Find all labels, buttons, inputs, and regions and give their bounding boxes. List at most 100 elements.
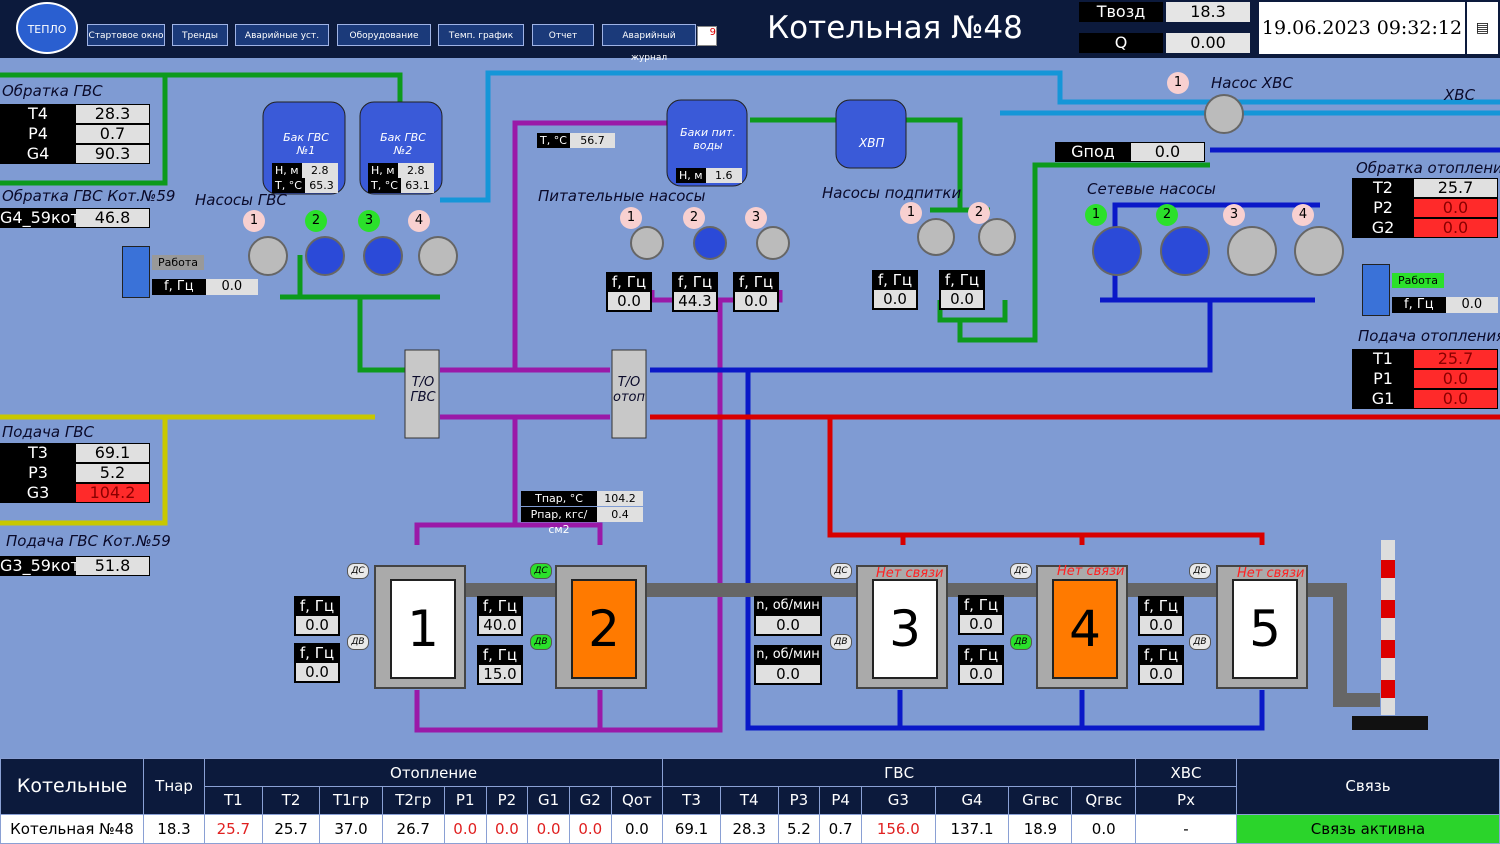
nav-equipment-button[interactable]: Оборудование [337,24,431,46]
nav-alarm-settings-button[interactable]: Аварийные уст. [235,24,329,46]
hvs-pump-indicator[interactable]: 1 [1167,72,1189,94]
set-pump-3-icon[interactable] [1227,226,1277,276]
boiler-1-number: 1 [390,579,456,679]
otopl-drive-icon[interactable] [1362,264,1390,316]
boiler-3[interactable]: 3 [856,565,948,689]
set-pump-1-icon[interactable] [1092,226,1142,276]
nav-report-button[interactable]: Отчет [532,24,594,46]
pit-pump-1-indicator[interactable]: 1 [620,207,642,229]
podp-pump-2-indicator[interactable]: 2 [968,202,990,224]
podp-pump-2-icon[interactable] [978,218,1016,256]
alarm-count-badge[interactable]: 9 [697,26,717,46]
gvs-pump-3-icon[interactable] [363,236,403,276]
gvs-drive-status: Работа [152,255,204,270]
boiler-3-n2-value: 0.0 [756,665,820,683]
row-val-14: 137.1 [934,813,1010,844]
boiler-4-fan1-f-label: f, Гц [1143,597,1179,615]
pit-pump-3-indicator[interactable]: 3 [745,207,767,229]
row-val-13: 156.0 [860,813,936,844]
gvs-pump-3-indicator[interactable]: 3 [358,210,380,232]
boiler-1-fan1-f-label: f, Гц [299,597,335,615]
gvs-pump-2-icon[interactable] [305,236,345,276]
boiler-5-number: 5 [1232,579,1298,679]
gvs-pump-4-icon[interactable] [418,236,458,276]
boiler-3-number: 3 [872,579,938,679]
pit-pump-1-icon[interactable] [630,226,664,260]
col-9: T3 [662,786,721,815]
boiler-3-fan1-f-label: f, Гц [963,596,999,614]
podp-pump-1-icon[interactable] [917,218,955,256]
pitat-nasosy-label: Питательные насосы [538,187,706,205]
podacha-gvs-59-label: Подача ГВС Кот.№59 [6,532,171,550]
set-pump-2-indicator[interactable]: 2 [1156,204,1178,226]
pit-pump-3-f-label: f, Гц [738,273,774,291]
podp-pump-1-f-value: 0.0 [874,290,916,308]
col-tnar: Tнар [143,758,205,815]
obratka-otopl-label: Обратка отопления [1356,159,1500,177]
nav-alarm-log-button[interactable]: Аварийный журнал [602,24,696,63]
hvs-pump-icon[interactable] [1204,94,1244,134]
logo-icon: ТЕПЛО [16,2,78,54]
t1-label: T1 [1373,349,1393,368]
g4-value: 90.3 [76,145,149,163]
summary-table: Котельные Tнар Отопление ГВС ХВС Связь T… [0,757,1500,844]
bak-gvs2-label: Бак ГВС №2 [380,131,426,157]
podp-pump-2-f-value: 0.0 [941,290,983,308]
set-pump-4-icon[interactable] [1294,226,1344,276]
pit-pump-3-icon[interactable] [756,226,790,260]
p4-label: P4 [28,124,48,143]
pit-pump-2-indicator[interactable]: 2 [683,207,705,229]
boiler-5[interactable]: 5 [1216,565,1308,689]
podp-pump-1-indicator[interactable]: 1 [900,202,922,224]
boiler-3-n1-value: 0.0 [756,616,820,634]
bak1-t-label: T, °C [272,178,305,193]
col-15: Gгвс [1008,786,1073,815]
boiler-2[interactable]: 2 [555,565,647,689]
g4-59-value: 46.8 [76,209,149,227]
p3-value: 5.2 [76,464,149,482]
boiler-4[interactable]: 4 [1036,565,1128,689]
boiler-2-ds-indicator: ДС [530,563,552,579]
boiler-4-fan2-f-value: 0.0 [1140,665,1182,683]
bak1-h-label: H, м [272,163,302,178]
p4-value: 0.7 [76,125,149,143]
calendar-icon[interactable]: ▤ [1467,2,1498,54]
boiler-3-n2: n, об/мин 0.0 [754,645,822,685]
t-pit-value: 56.7 [569,133,615,148]
nav-temp-schedule-button[interactable]: Темп. график [438,24,524,46]
boiler-2-number: 2 [571,579,637,679]
set-pump-3-indicator[interactable]: 3 [1223,204,1245,226]
row-val-2: 37.0 [319,813,383,844]
podacha-gvs-label: Подача ГВС [2,423,94,441]
gvs-pump-2-indicator[interactable]: 2 [305,210,327,232]
gvs-pump-4-indicator[interactable]: 4 [408,210,430,232]
row-val-6: 0.0 [527,813,570,844]
pit-pump-1-f-label: f, Гц [611,273,647,291]
nav-start-button[interactable]: Стартовое окно [87,24,165,46]
g3-label: G3 [26,483,50,502]
gvs-pump-1-icon[interactable] [248,236,288,276]
col-3: T2гр [381,786,445,815]
boiler-1[interactable]: 1 [374,565,466,689]
row-val-17: - [1135,813,1237,844]
g4-label: G4 [26,144,50,163]
boiler-4-dv-indicator: ДВ [1010,634,1032,650]
g2-value: 0.0 [1414,219,1497,237]
pit-pump-2-icon[interactable] [693,226,727,260]
gvs-pump-1-indicator[interactable]: 1 [243,210,265,232]
boiler-5-nolink: Нет связи [1237,566,1305,581]
gvs-drive-icon[interactable] [122,246,150,298]
set-pump-2-icon[interactable] [1160,226,1210,276]
set-pump-1-indicator[interactable]: 1 [1085,204,1107,226]
boiler-2-dv-indicator: ДВ [530,634,552,650]
g4-59-label: G4_59кот [0,208,80,227]
nav-trends-button[interactable]: Тренды [172,24,228,46]
set-pump-4-indicator[interactable]: 4 [1292,204,1314,226]
